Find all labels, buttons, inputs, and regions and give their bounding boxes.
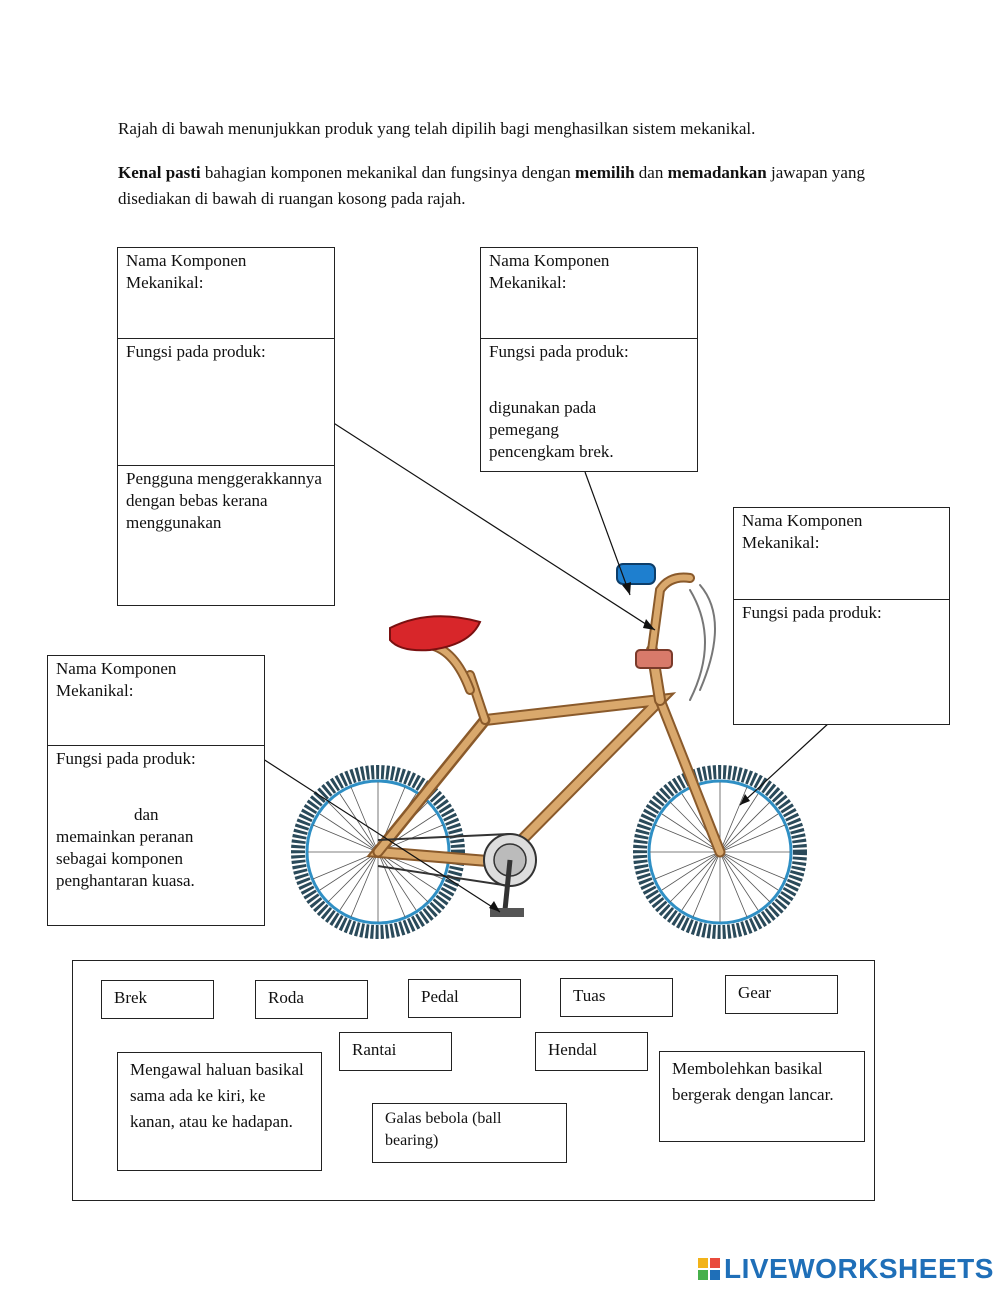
front-wheel [633, 765, 807, 939]
arrow-head [622, 582, 631, 595]
function-label: Fungsi pada produk: [742, 603, 882, 622]
name-cell[interactable]: Nama Komponen Mekanikal: [481, 248, 697, 338]
arrow-head [740, 794, 750, 805]
function-label: Fungsi pada produk: [489, 342, 629, 361]
answer-chip-roda[interactable]: Roda [255, 980, 368, 1019]
name-label: Nama Komponen Mekanikal: [126, 251, 247, 292]
intro-text: Rajah di bawah menunjukkan produk yang t… [118, 119, 756, 138]
instruction-part-6: jawapan yang disediakan di bawah di ruan… [118, 163, 865, 208]
instruction-part-2: bahagian komponen mekanikal dan fungsiny… [200, 163, 576, 182]
box-bottom-left: Nama Komponen Mekanikal: Fungsi pada pro… [47, 655, 265, 926]
name-cell[interactable]: Nama Komponen Mekanikal: [118, 248, 334, 338]
function-label: Fungsi pada produk: [126, 342, 266, 361]
answer-chip-hendal[interactable]: Hendal [535, 1032, 648, 1071]
answer-bank [72, 960, 875, 1201]
answer-chip-galas-bebola[interactable]: Galas bebola (ball bearing) [372, 1103, 567, 1163]
function-cell[interactable]: Fungsi pada produk: [734, 599, 949, 724]
function-cell[interactable]: Fungsi pada produk: digunakan pada pemeg… [481, 338, 697, 471]
box-top-middle: Nama Komponen Mekanikal: Fungsi pada pro… [480, 247, 698, 472]
function-label: Fungsi pada produk: [56, 749, 196, 768]
instruction-text: Kenal pasti bahagian komponen mekanikal … [118, 160, 878, 212]
box-top-left: Nama Komponen Mekanikal: Fungsi pada pro… [117, 247, 335, 606]
answer-chip-brek[interactable]: Brek [101, 980, 214, 1019]
extra-text: Pengguna menggerakkannya dengan bebas ke… [126, 469, 322, 532]
arrow-head [489, 901, 500, 912]
instruction-part-4: dan [634, 163, 668, 182]
extra-cell[interactable]: Pengguna menggerakkannya dengan bebas ke… [118, 465, 334, 605]
liveworksheets-logo: LIVEWORKSHEETS [698, 1252, 994, 1286]
bike-seat [389, 615, 482, 652]
function-cell[interactable]: Fungsi pada produk: dan memainkan perana… [48, 745, 264, 925]
name-cell[interactable]: Nama Komponen Mekanikal: [734, 508, 949, 599]
instruction-bold-memilih: memilih [575, 163, 635, 182]
box-right: Nama Komponen Mekanikal: Fungsi pada pro… [733, 507, 950, 725]
answer-chip-pedal[interactable]: Pedal [408, 979, 521, 1018]
answer-chip-mengawal[interactable]: Mengawal haluan basikal sama ada ke kiri… [117, 1052, 322, 1171]
function-text-dan: dan [134, 805, 159, 824]
arrow-head [643, 619, 655, 630]
name-label: Nama Komponen Mekanikal: [489, 251, 610, 292]
name-label: Nama Komponen Mekanikal: [742, 511, 863, 552]
function-text: digunakan pada pemegang pencengkam brek. [489, 398, 614, 461]
handlebar-grip [616, 563, 656, 585]
answer-chip-rantai[interactable]: Rantai [339, 1032, 452, 1071]
logo-icon [698, 1258, 720, 1280]
answer-chip-membolehkan[interactable]: Membolehkan basikal bergerak dengan lanc… [659, 1051, 865, 1142]
function-text-main: memainkan peranan sebagai komponen pengh… [56, 827, 195, 890]
logo-text: LIVEWORKSHEETS [724, 1253, 994, 1284]
name-label: Nama Komponen Mekanikal: [56, 659, 177, 700]
function-cell[interactable]: Fungsi pada produk: [118, 338, 334, 465]
instruction-bold-memadankan: memadankan [667, 163, 767, 182]
pointer-lines [259, 421, 831, 913]
instruction-bold-kenal-pasti: Kenal pasti [118, 163, 201, 182]
stem-clamp [635, 649, 673, 669]
answer-chip-gear[interactable]: Gear [725, 975, 838, 1014]
answer-chip-tuas[interactable]: Tuas [560, 978, 673, 1017]
name-cell[interactable]: Nama Komponen Mekanikal: [48, 656, 264, 745]
